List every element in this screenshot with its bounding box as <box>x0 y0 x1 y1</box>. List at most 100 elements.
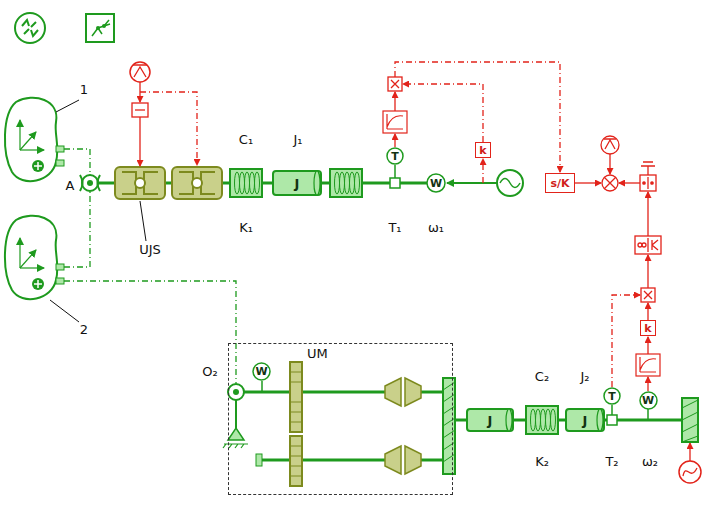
spring-damper <box>340 172 345 194</box>
spur-gear <box>290 372 302 476</box>
universal-joint <box>115 167 165 199</box>
body-link <box>64 149 236 383</box>
node-text: s/K <box>550 178 569 189</box>
sensor-mount <box>256 381 262 466</box>
control-source <box>132 103 148 117</box>
multiplier-block <box>644 291 652 299</box>
body-outline <box>19 238 20 268</box>
tool-icon <box>102 24 106 28</box>
speed-sensor: W <box>252 362 271 381</box>
spring-damper <box>335 172 340 194</box>
body-outline <box>5 216 64 299</box>
gain-block: k <box>640 320 656 336</box>
spur-gear <box>290 436 302 486</box>
ball-joint <box>228 428 244 440</box>
signal-line <box>395 62 690 461</box>
multiplier-block <box>388 77 402 91</box>
signal-generator <box>447 170 523 196</box>
spur-gear <box>290 362 302 486</box>
limiter-block <box>635 162 661 254</box>
node-text: J <box>295 177 300 190</box>
signal-line <box>647 303 648 320</box>
bevel-gear <box>385 378 401 406</box>
sensor-mount <box>611 405 613 415</box>
limiter-block <box>651 182 653 184</box>
leader-line <box>50 100 146 322</box>
body-link <box>64 149 90 174</box>
bevel-gear <box>385 446 401 474</box>
sensor-circle <box>640 392 657 409</box>
brake-load <box>682 398 698 442</box>
universal-joint <box>172 167 222 199</box>
sensor-mount <box>256 454 262 466</box>
control-source <box>133 65 147 77</box>
output-flange <box>443 378 455 474</box>
gain-block: k <box>475 142 491 158</box>
ball-joint <box>82 175 98 191</box>
control-source <box>140 92 197 165</box>
signal-line <box>609 154 610 174</box>
part-label: T₂ <box>604 455 619 469</box>
control-source <box>135 109 145 110</box>
spring-damper <box>536 409 541 431</box>
shaft <box>262 459 290 462</box>
node-text: W <box>642 395 654 406</box>
ball-joint <box>223 384 248 448</box>
spring-damper <box>355 172 360 194</box>
function-block <box>383 111 407 133</box>
sensor-mount <box>607 415 617 425</box>
sensor-mount <box>261 381 263 392</box>
node-text: UM <box>307 347 328 360</box>
node-text: J <box>488 414 493 427</box>
ball-joint <box>233 389 239 395</box>
inertia-disk: J <box>272 170 322 196</box>
inertia-cylinder <box>273 171 321 195</box>
spring-damper <box>250 172 255 194</box>
tool-icon <box>96 26 100 30</box>
body-outline <box>34 280 42 288</box>
shaft <box>244 391 290 394</box>
tool-icon <box>15 13 45 43</box>
speed-sensor: W <box>426 173 446 193</box>
body-outline <box>56 146 64 152</box>
multiplier-block <box>641 288 655 302</box>
bevel-gear <box>405 446 421 474</box>
limiter-block <box>648 238 658 252</box>
sensor-mount <box>647 409 649 420</box>
shaft <box>421 459 443 462</box>
body-outline <box>32 278 44 290</box>
brake-load <box>679 398 701 483</box>
part-label: J₁ <box>292 133 303 147</box>
universal-joint <box>122 172 158 194</box>
point-label: A <box>65 179 76 193</box>
transfer-block: s/K <box>545 173 575 193</box>
limiter-block <box>640 175 656 191</box>
sensor-circle <box>387 148 403 164</box>
inertia-cylinder <box>467 409 513 431</box>
mechanism-group: UM W <box>228 343 453 495</box>
signal-line <box>689 443 690 461</box>
ball-joint <box>228 384 244 400</box>
control-source <box>130 62 197 166</box>
bevel-gear <box>405 378 421 406</box>
signal-line <box>575 182 601 183</box>
inertia-disk: J <box>466 408 514 432</box>
spring-damper <box>235 172 240 194</box>
sensor-circle <box>253 363 270 380</box>
body-outline <box>32 160 44 172</box>
tool-icon <box>92 20 110 36</box>
part-label: K₁ <box>238 221 254 235</box>
shaft <box>421 391 443 394</box>
body-outline <box>56 278 64 284</box>
spring-damper <box>245 172 250 194</box>
summing-junction <box>604 139 616 149</box>
bevel-gear <box>385 378 421 474</box>
body-outline <box>34 162 42 170</box>
function-block <box>636 354 660 376</box>
body-outline <box>20 267 44 268</box>
universal-joint <box>115 167 165 199</box>
node-text: T <box>608 391 616 402</box>
node-text: k <box>479 145 486 156</box>
inertia-cylinder <box>314 171 320 195</box>
signal-label: ω₁ <box>427 221 445 235</box>
